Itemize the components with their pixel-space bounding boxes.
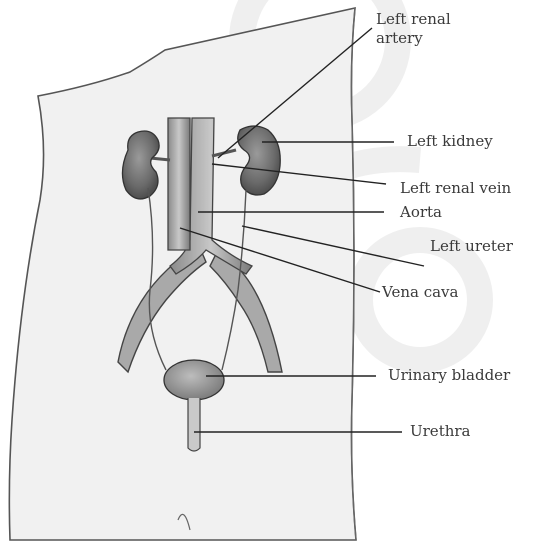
label-left-renal-artery: Left renal artery	[376, 10, 451, 48]
label-urethra: Urethra	[410, 422, 471, 440]
label-left-ureter: Left ureter	[430, 237, 513, 255]
label-aorta: Aorta	[400, 203, 442, 221]
right-renal-vessel	[150, 158, 170, 160]
label-left-renal-vein: Left renal vein	[400, 179, 511, 197]
label-vena-cava: Vena cava	[382, 283, 458, 301]
label-urinary-bladder: Urinary bladder	[388, 366, 510, 384]
urinary-bladder	[164, 360, 224, 400]
urethra-tube	[188, 398, 200, 451]
label-left-kidney: Left kidney	[407, 132, 493, 150]
